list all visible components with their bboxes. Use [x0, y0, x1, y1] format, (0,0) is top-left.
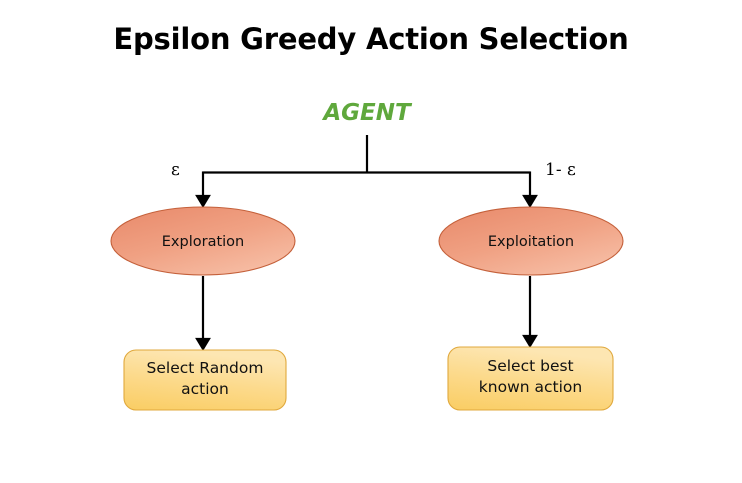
edge-label-one-minus-epsilon: 1- ε	[545, 160, 576, 180]
node-exploitation[interactable]	[438, 206, 624, 276]
node-exploration[interactable]	[110, 206, 296, 276]
node-select-best-known-action[interactable]	[447, 346, 614, 411]
page-title: Epsilon Greedy Action Selection	[113, 22, 629, 56]
node-select-random-action[interactable]	[123, 349, 287, 411]
edge-label-epsilon: ε	[171, 160, 180, 180]
agent-node-label: AGENT	[323, 100, 411, 126]
